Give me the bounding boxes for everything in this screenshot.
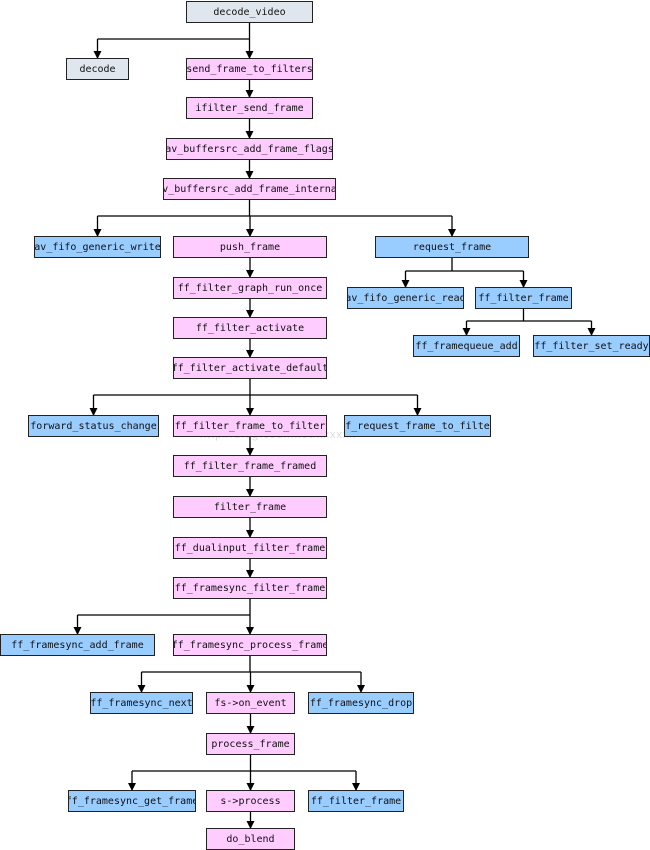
node-ff-request-frame-to-filter: ff_request_frame_to_filter — [344, 415, 491, 437]
node-ff-framesync-add-frame: ff_framesync_add_frame — [0, 634, 155, 656]
node-process-frame: process_frame — [206, 733, 295, 755]
node-ff-filter-frame-rq: ff_filter_frame — [475, 287, 572, 309]
node-push-frame: push_frame — [173, 236, 327, 258]
node-filter-frame: filter_frame — [173, 496, 327, 518]
node-av-fifo-generic-write: av_fifo_generic_write — [34, 236, 161, 258]
node-ff-filter-graph-run-once: ff_filter_graph_run_once — [173, 277, 327, 299]
node-ff-filter-frame-framed: ff_filter_frame_framed — [173, 455, 327, 477]
node-ff-filter-frame-end: ff_filter_frame — [308, 790, 404, 812]
node-ff-framesync-drop: ff_framesync_drop — [308, 692, 414, 714]
node-ff-framesync-next: ff_framesync_next — [90, 692, 193, 714]
node-decode-video: decode_video — [186, 1, 313, 23]
node-ff-filter-set-ready: ff_filter_set_ready — [533, 335, 650, 357]
node-s-process: s->process — [206, 790, 295, 812]
node-ff-dualinput-filter-frame: ff_dualinput_filter_frame — [173, 537, 327, 559]
node-decode: decode — [66, 58, 129, 80]
node-ff-framesync-get-frame: ff_framesync_get_frame — [68, 790, 196, 812]
node-fs-on-event: fs->on_event — [206, 692, 295, 714]
node-ff-filter-frame-to-filter: ff_filter_frame_to_filter — [173, 415, 327, 437]
node-send-frame-to-filters: send_frame_to_filters — [186, 58, 313, 80]
node-av-fifo-generic-read: av_fifo_generic_read — [347, 287, 464, 309]
node-ff-filter-activate-default: ff_filter_activate_default — [173, 357, 327, 379]
node-forward-status-change: forward_status_change — [28, 415, 159, 437]
node-do-blend: do_blend — [206, 828, 295, 850]
node-ff-filter-activate: ff_filter_activate — [173, 317, 327, 339]
node-av-buffersrc-add-frame-flags: av_buffersrc_add_frame_flags — [166, 138, 333, 160]
node-ff-framequeue-add: ff_framequeue_add — [413, 335, 520, 357]
node-av-buffersrc-add-frame-internal: av_buffersrc_add_frame_internal — [163, 178, 336, 200]
node-request-frame: request_frame — [375, 236, 529, 258]
node-ff-framesync-process-frame: ff_framesync_process_frame — [173, 634, 327, 656]
node-ifilter-send-frame: ifilter_send_frame — [186, 97, 313, 119]
node-ff-framesync-filter-frame: ff_framesync_filter_frame — [173, 577, 327, 599]
